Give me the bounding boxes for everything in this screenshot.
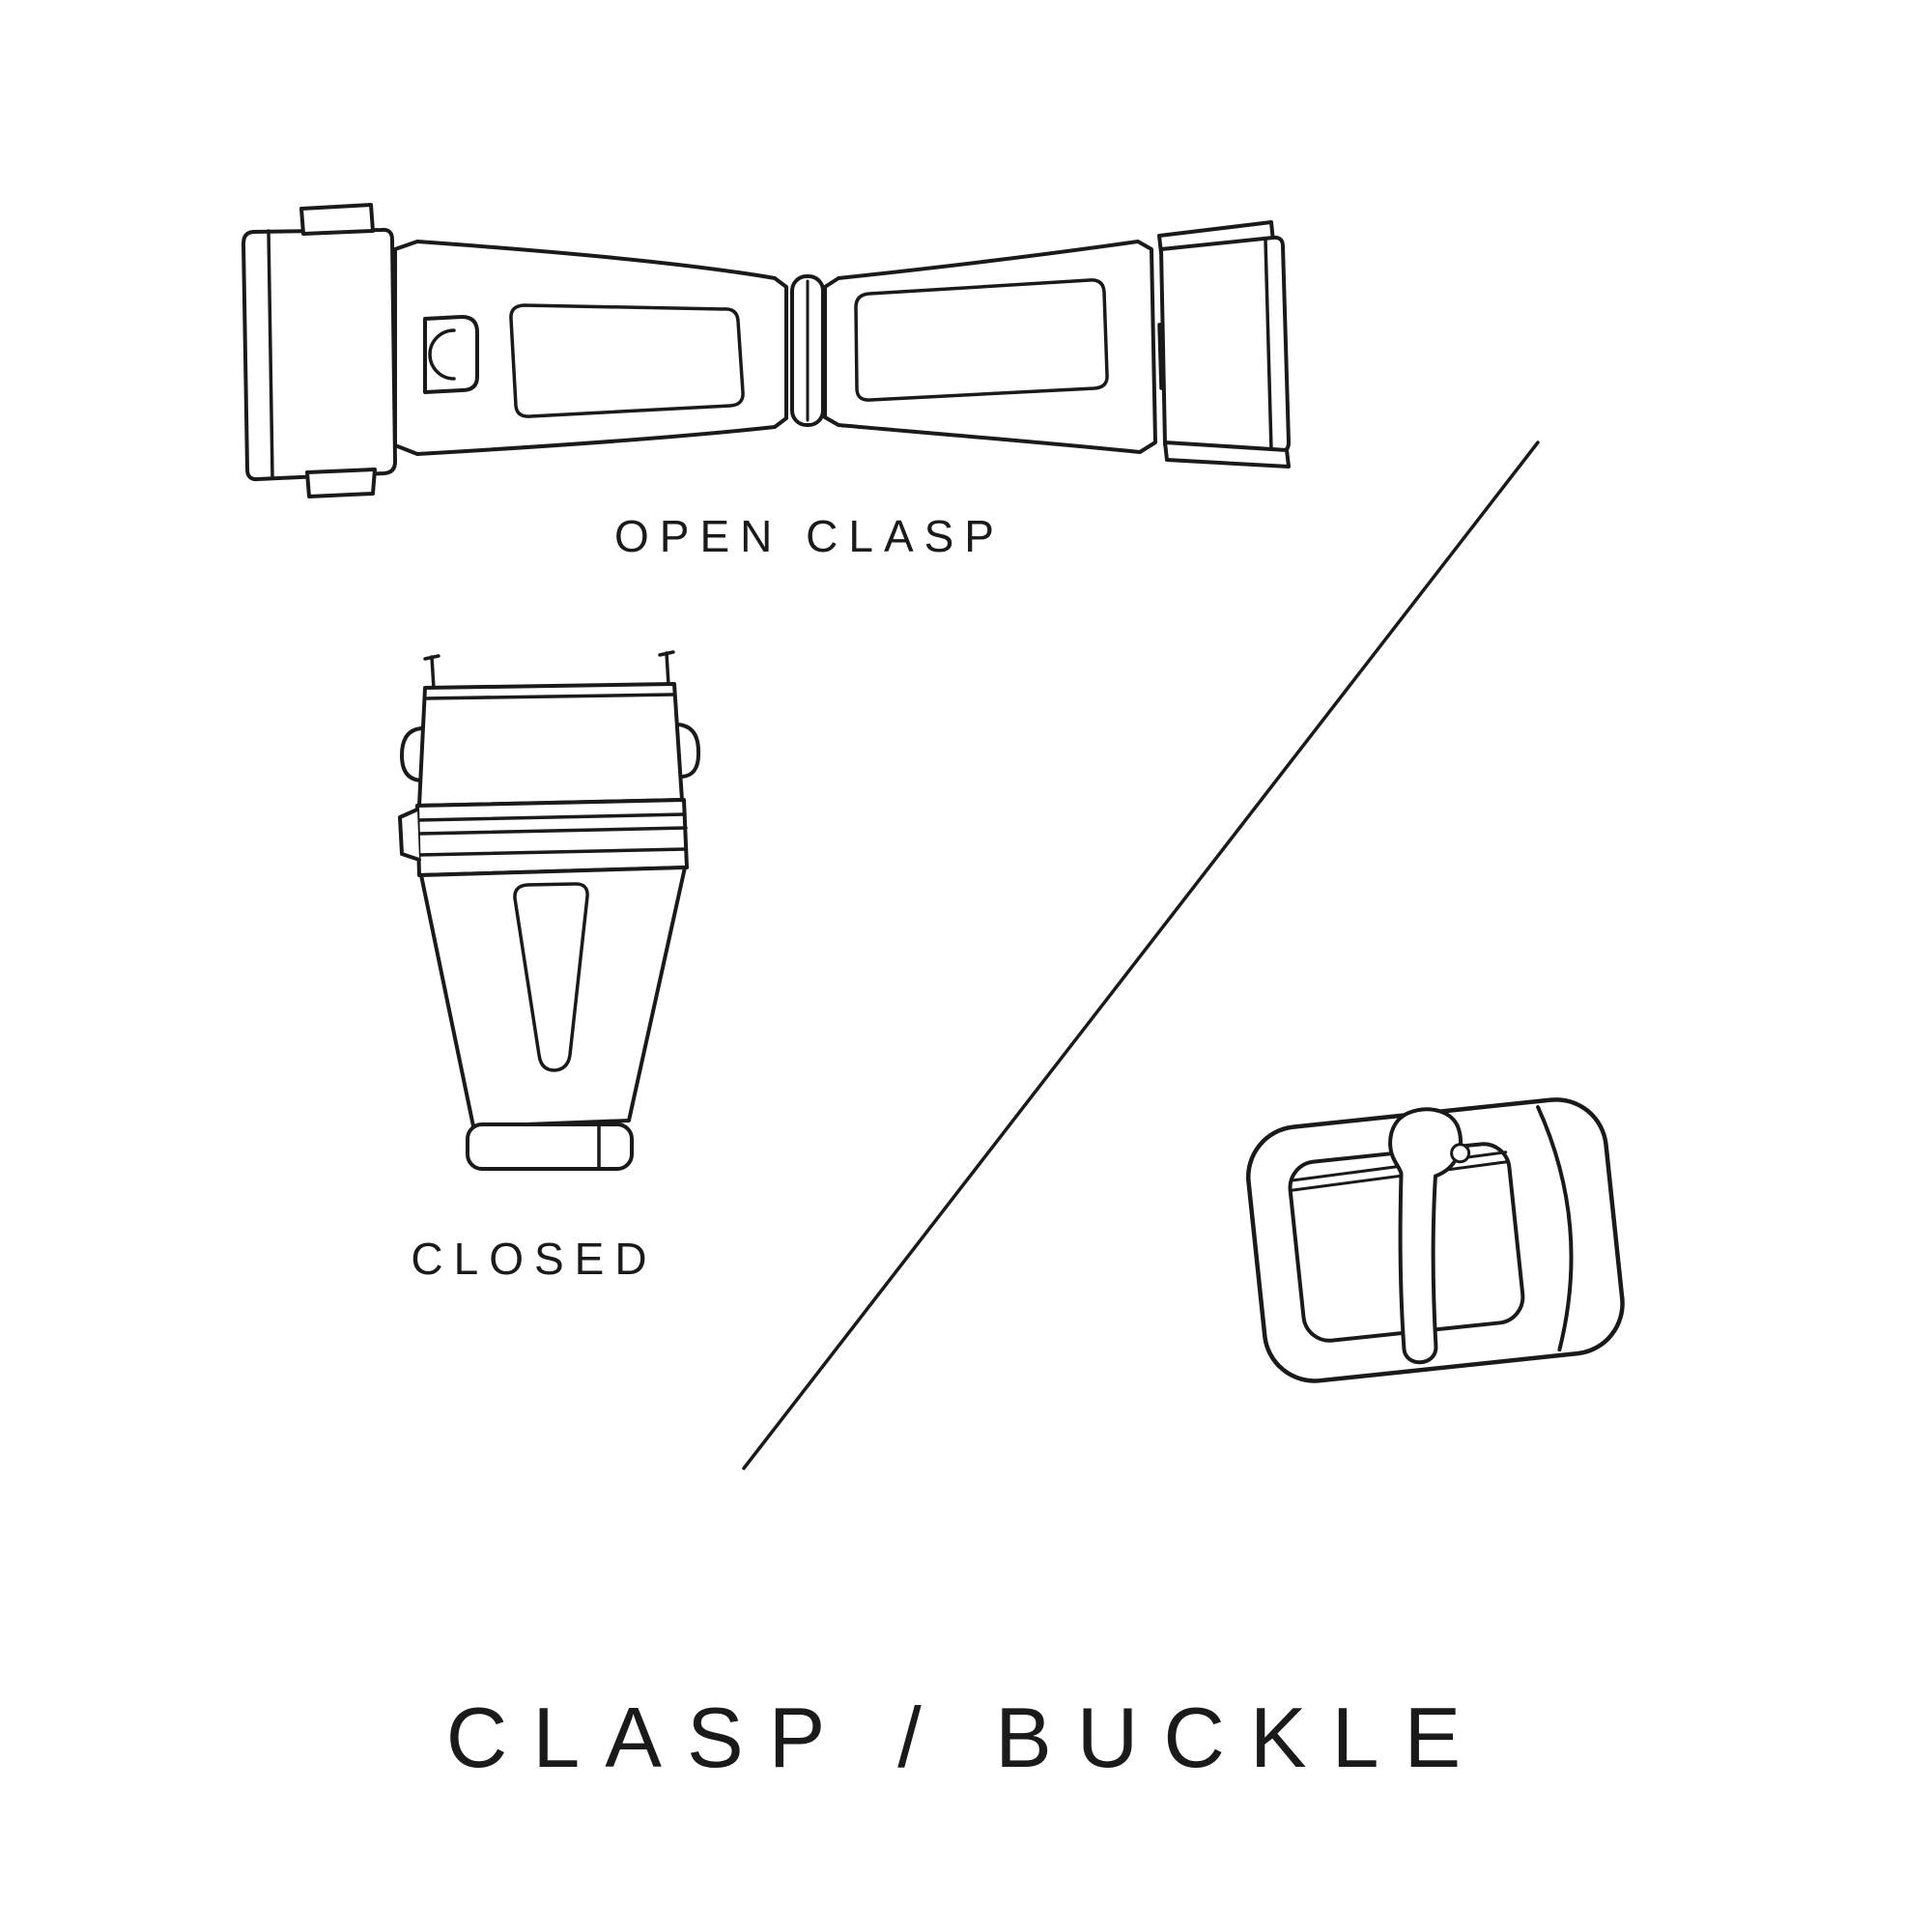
buckle-bar-ring (1450, 1143, 1471, 1164)
open-clasp-right-endlink-bottomstrip (1163, 440, 1291, 469)
closed-clasp-right-ear (676, 723, 701, 779)
closed-clasp-body (419, 866, 687, 1128)
closed-clasp-slot (513, 882, 589, 1072)
page-title: CLASP / BUCKLE (445, 1690, 1487, 1785)
buckle-side-depth (1536, 1105, 1574, 1352)
open-clasp-illustration (242, 203, 1291, 498)
open-clasp-top-tab (299, 203, 375, 236)
buckle-tang (1388, 1107, 1463, 1365)
open-clasp-left-endlink (242, 227, 397, 482)
closed-clasp-side-tab (398, 808, 421, 862)
closed-clasp-illustration (398, 650, 701, 1171)
open-clasp-left-notch (423, 315, 479, 394)
open-clasp-left-arm (393, 240, 788, 456)
closed-clasp-top-block (417, 682, 684, 808)
closed-clasp-label: CLOSED (411, 1234, 658, 1284)
closed-clasp-band (415, 798, 689, 877)
divider-line (742, 440, 1540, 1470)
closed-clasp-left-ear (400, 726, 425, 782)
open-clasp-left-arm-inner (509, 303, 745, 418)
open-clasp-right-arm-inner (854, 278, 1109, 402)
closed-clasp-bottom-bar (466, 1122, 634, 1171)
buckle-illustration (1246, 1097, 1625, 1383)
open-clasp-bottom-tab (305, 468, 377, 498)
open-clasp-label: OPEN CLASP (614, 511, 1005, 561)
